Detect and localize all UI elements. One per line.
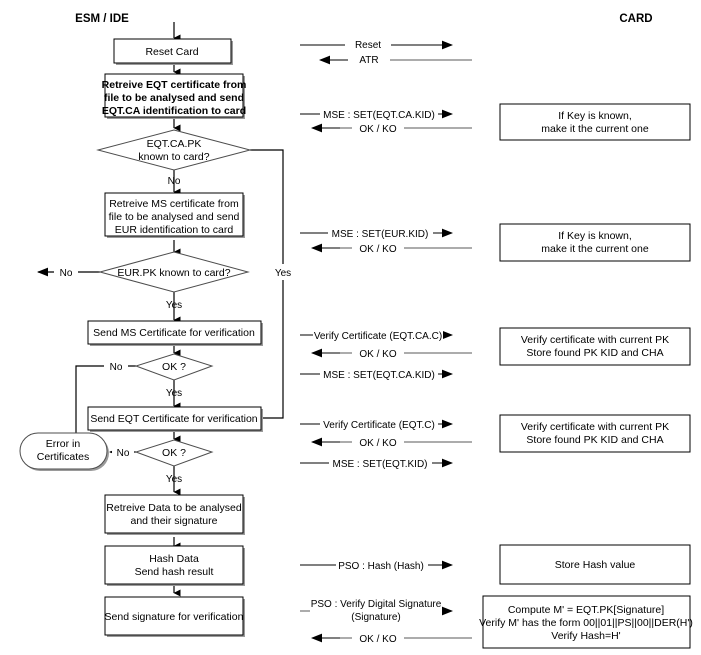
reset-card-label: Reset Card [145,46,198,58]
retrieve-data-line2: and their signature [131,515,218,527]
node-send-signature [104,596,244,636]
connector-decision1-yes [247,149,284,423]
msg-reset-label: Reset [355,40,381,51]
msg-atr-label: ATR [359,55,378,66]
node-decision-eur-pk [98,251,250,293]
msg-reset-bg [345,38,391,52]
send-signature-label: Send signature for verification [105,611,244,623]
msg-pso-verify-bg [310,597,442,623]
msg-verify-eqtc-bg [320,417,438,431]
card-box-6 [482,595,691,649]
msg-mse-set-eqt-label: MSE : SET(EQT.KID) [332,459,427,470]
node-decision-ok-2 [134,439,214,467]
retrieve-data-line1: Retreive Data to be analysed [106,502,242,514]
decision1-yes-label-text: Yes [275,268,291,279]
msg-okko3-label: OK / KO [359,349,396,360]
msg-okko2-bg [352,241,404,255]
card-box-6-line2: Verify M' has the form 00||01||PS||00||D… [479,617,693,629]
card-box-1-line2: make it the current one [541,123,649,135]
msg-okko1-label: OK / KO [359,124,396,135]
decision2-no-label: No [60,268,73,279]
msg-okko2-label: OK / KO [359,244,396,255]
msg-verify-eqtca-bg [313,328,443,342]
msg-okko1-bg [352,121,404,135]
card-box-2-line1: If Key is known, [558,230,632,242]
node-retrieve-ms-cert [104,192,244,237]
column-header-card: CARD [619,13,652,25]
msg-mse-set-eqtca-label: MSE : SET(EQT.CA.KID) [323,370,435,381]
node-retrieve-eqt-cert [104,73,244,118]
card-box-6-line1: Compute M' = EQT.PK[Signature] [508,604,664,616]
card-box-1-line1: If Key is known, [558,110,632,122]
retrieve-eqt-line1: Retreive EQT certificate from [102,79,247,91]
msg-pso-hash-bg [336,558,428,572]
retrieve-ms-line1: Retreive MS certificate from [109,198,239,210]
msg-pso-hash-label: PSO : Hash (Hash) [338,561,424,572]
msg-pso-verify-label-line1: PSO : Verify Digital Signature [311,599,442,610]
decision1-no-label: No [168,176,181,187]
msg-verify-eqtc-label: Verify Certificate (EQT.C) [323,420,435,431]
retrieve-ms-line2: file to be analysed and send [109,211,240,223]
node-error-certificates [19,432,108,470]
send-eqt-cert-label: Send EQT Certificate for verification [90,413,257,425]
msg-mse-eqtca-bg [320,107,438,121]
card-box-6-line3: Verify Hash=H' [551,630,620,642]
node-send-ms-cert [87,320,262,345]
retrieve-eqt-line3: EQT.CA identification to card [102,105,246,117]
ok1-label: OK ? [162,361,186,373]
ok1-no-label: No [110,362,123,373]
ok2-no-label: No [117,448,130,459]
card-box-2 [499,223,691,262]
card-box-3-line1: Verify certificate with current PK [521,334,669,346]
node-retrieve-data [104,494,244,534]
error-line2: Certificates [37,451,90,463]
msg-pso-verify-label-line2: (Signature) [351,612,400,623]
card-box-4-line1: Verify certificate with current PK [521,421,669,433]
card-box-5 [499,544,691,585]
decision1-line1: EQT.CA.PK [147,138,202,150]
card-box-3 [499,327,691,366]
node-reset-card [113,38,232,64]
msg-mse-eur-label: MSE : SET(EUR.KID) [332,229,429,240]
retrieve-eqt-line2: file to be analysed and send [104,92,244,104]
msg-okko4-bg [352,435,404,449]
msg-mse-set-eqt-bg [329,456,432,470]
msg-verify-eqtca-label: Verify Certificate (EQT.CA.C) [314,331,442,342]
retrieve-ms-line3: EUR identification to card [115,224,234,236]
error-line1: Error in [46,438,81,450]
decision2-label: EUR.PK known to card? [117,267,230,279]
node-decision-eqt-ca-pk [96,129,252,171]
send-ms-cert-label: Send MS Certificate for verification [93,327,255,339]
card-box-4 [499,414,691,453]
decision1-line2: known to card? [138,151,209,163]
ok2-label: OK ? [162,447,186,459]
hash-data-line1: Hash Data [149,553,199,565]
msg-mse-eqtca-label: MSE : SET(EQT.CA.KID) [323,110,435,121]
msg-mse-set-eqtca-bg [320,367,438,381]
card-box-2-line2: make it the current one [541,243,649,255]
msg-okko4-label: OK / KO [359,438,396,449]
card-box-3-line2: Store found PK KID and CHA [526,347,663,359]
msg-atr-bg [348,53,390,67]
node-send-eqt-cert [87,406,262,431]
ok1-yes-label: Yes [166,388,182,399]
node-decision-ok-1 [134,353,214,381]
hash-data-line2: Send hash result [135,566,214,578]
column-header-esm: ESM / IDE [75,13,129,25]
ok2-yes-label: Yes [166,474,182,485]
ok1-no-label-bg [104,358,128,374]
card-box-5-line1: Store Hash value [555,559,636,571]
ok2-no-label-bg [112,444,134,460]
decision2-no-label-bg [54,264,78,280]
card-box-1 [499,103,691,141]
msg-okko5-bg [352,631,404,645]
msg-okko5-label: OK / KO [359,634,396,645]
card-box-4-line2: Store found PK KID and CHA [526,434,663,446]
node-hash-data [104,545,244,585]
msg-mse-eur-bg [328,226,433,240]
msg-okko3-bg [352,346,404,360]
decision1-yes-label-bg [272,264,294,280]
decision2-yes-label: Yes [166,300,182,311]
